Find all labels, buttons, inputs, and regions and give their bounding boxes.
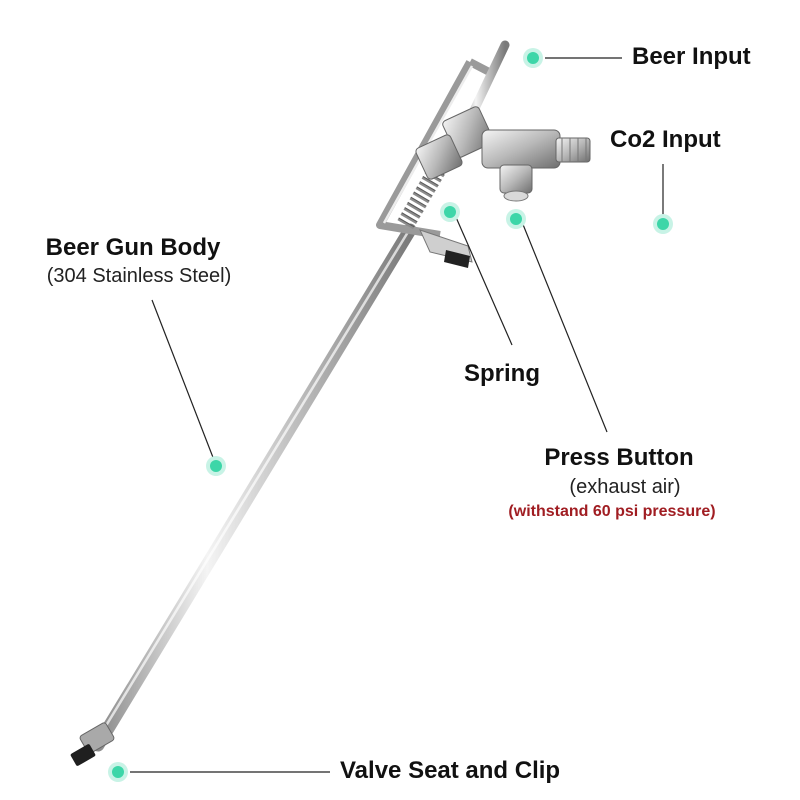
beer-input-dot — [523, 48, 543, 68]
beer-input-label: Beer Input — [632, 43, 751, 70]
body-title-label: Beer Gun Body — [45, 234, 221, 261]
valve-seat-clip — [70, 722, 115, 766]
co2-input-label: Co2 Input — [610, 126, 721, 153]
press-button-label: Press Button — [544, 444, 694, 471]
co2-input-dot — [653, 214, 673, 234]
trigger-lever — [419, 229, 473, 268]
press-button-dot — [506, 209, 526, 229]
fitting-block — [415, 106, 591, 202]
body-dot — [206, 456, 226, 476]
valve-seat-dot — [108, 762, 128, 782]
spring-dot — [440, 202, 460, 222]
spring-label: Spring — [464, 360, 540, 387]
press-button-warning: (withstand 60 psi pressure) — [508, 503, 716, 520]
press-button-note: (exhaust air) — [569, 476, 681, 498]
annotation-dots — [108, 48, 673, 782]
body-material-label: (304 Stainless Steel) — [46, 265, 232, 287]
leader-lines — [130, 57, 664, 773]
valve-seat-label: Valve Seat and Clip — [340, 757, 561, 784]
